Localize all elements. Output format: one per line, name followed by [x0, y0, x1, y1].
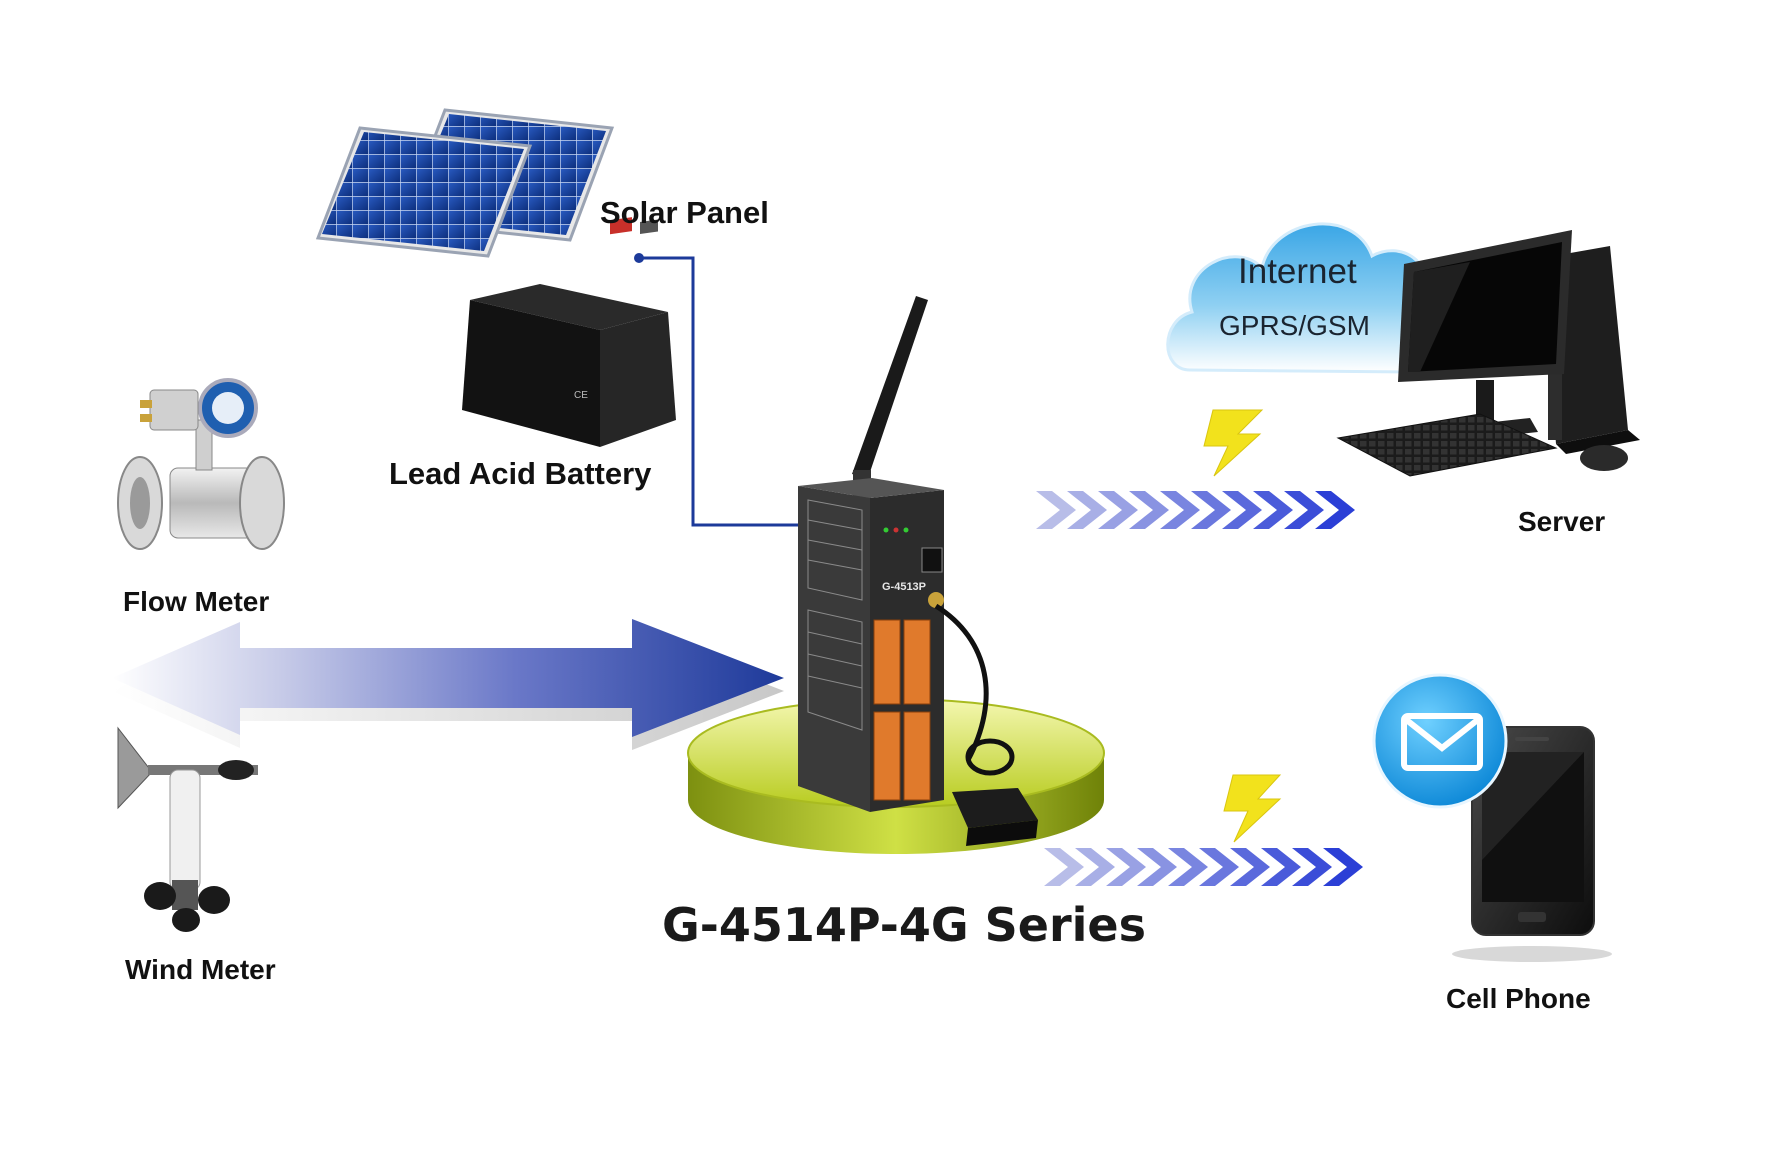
chevron-segment	[1075, 848, 1115, 886]
chevron-segment	[1199, 848, 1239, 886]
chevron-segment	[1160, 491, 1200, 529]
chevron-segment	[1222, 491, 1262, 529]
chevron-segment	[1067, 491, 1107, 529]
bidirectional-arrow	[112, 619, 784, 750]
server-computer-image	[1336, 230, 1640, 477]
chevron-segment	[1253, 491, 1293, 529]
device-model-label: G-4513P	[882, 581, 926, 593]
cloud-internet-label: Internet	[1238, 252, 1357, 291]
server-label: Server	[1518, 506, 1606, 537]
chevron-segment	[1261, 848, 1301, 886]
lightning-bolt-server-icon	[1203, 409, 1264, 477]
svg-text:CE: CE	[574, 390, 588, 401]
g-4514p-device-image	[798, 296, 1038, 846]
chevron-segment	[1168, 848, 1208, 886]
lead-acid-battery-image: CE	[462, 217, 676, 447]
chevron-segment	[1137, 848, 1177, 886]
solar-panel-image	[315, 108, 615, 258]
cloud-gprs-label: GPRS/GSM	[1219, 310, 1370, 341]
mail-icon	[1372, 673, 1508, 809]
chevron-segment	[1230, 848, 1270, 886]
wind-meter-image	[117, 726, 258, 932]
data-arrow-to-phone	[1044, 848, 1363, 886]
chevron-segment	[1044, 848, 1084, 886]
flow-meter-image	[117, 378, 285, 550]
flow-meter-label: Flow Meter	[123, 586, 270, 617]
cell-phone-image	[1452, 726, 1612, 962]
chevron-segment	[1106, 848, 1146, 886]
chevron-segment	[1129, 491, 1169, 529]
chevron-segment	[1036, 491, 1076, 529]
cell-phone-label: Cell Phone	[1446, 983, 1591, 1014]
chevron-segment	[1315, 491, 1355, 529]
chevron-segment	[1292, 848, 1332, 886]
wind-meter-label: Wind Meter	[125, 954, 276, 985]
solar-panel-label: Solar Panel	[600, 195, 769, 230]
data-arrow-to-server	[1036, 491, 1355, 529]
lightning-bolt-phone-icon	[1223, 774, 1282, 843]
product-series-title: G-4514P-4G Series	[662, 898, 1147, 952]
lead-acid-battery-label: Lead Acid Battery	[389, 456, 652, 491]
chevron-segment	[1098, 491, 1138, 529]
chevron-segment	[1191, 491, 1231, 529]
chevron-segment	[1323, 848, 1363, 886]
chevron-segment	[1284, 491, 1324, 529]
